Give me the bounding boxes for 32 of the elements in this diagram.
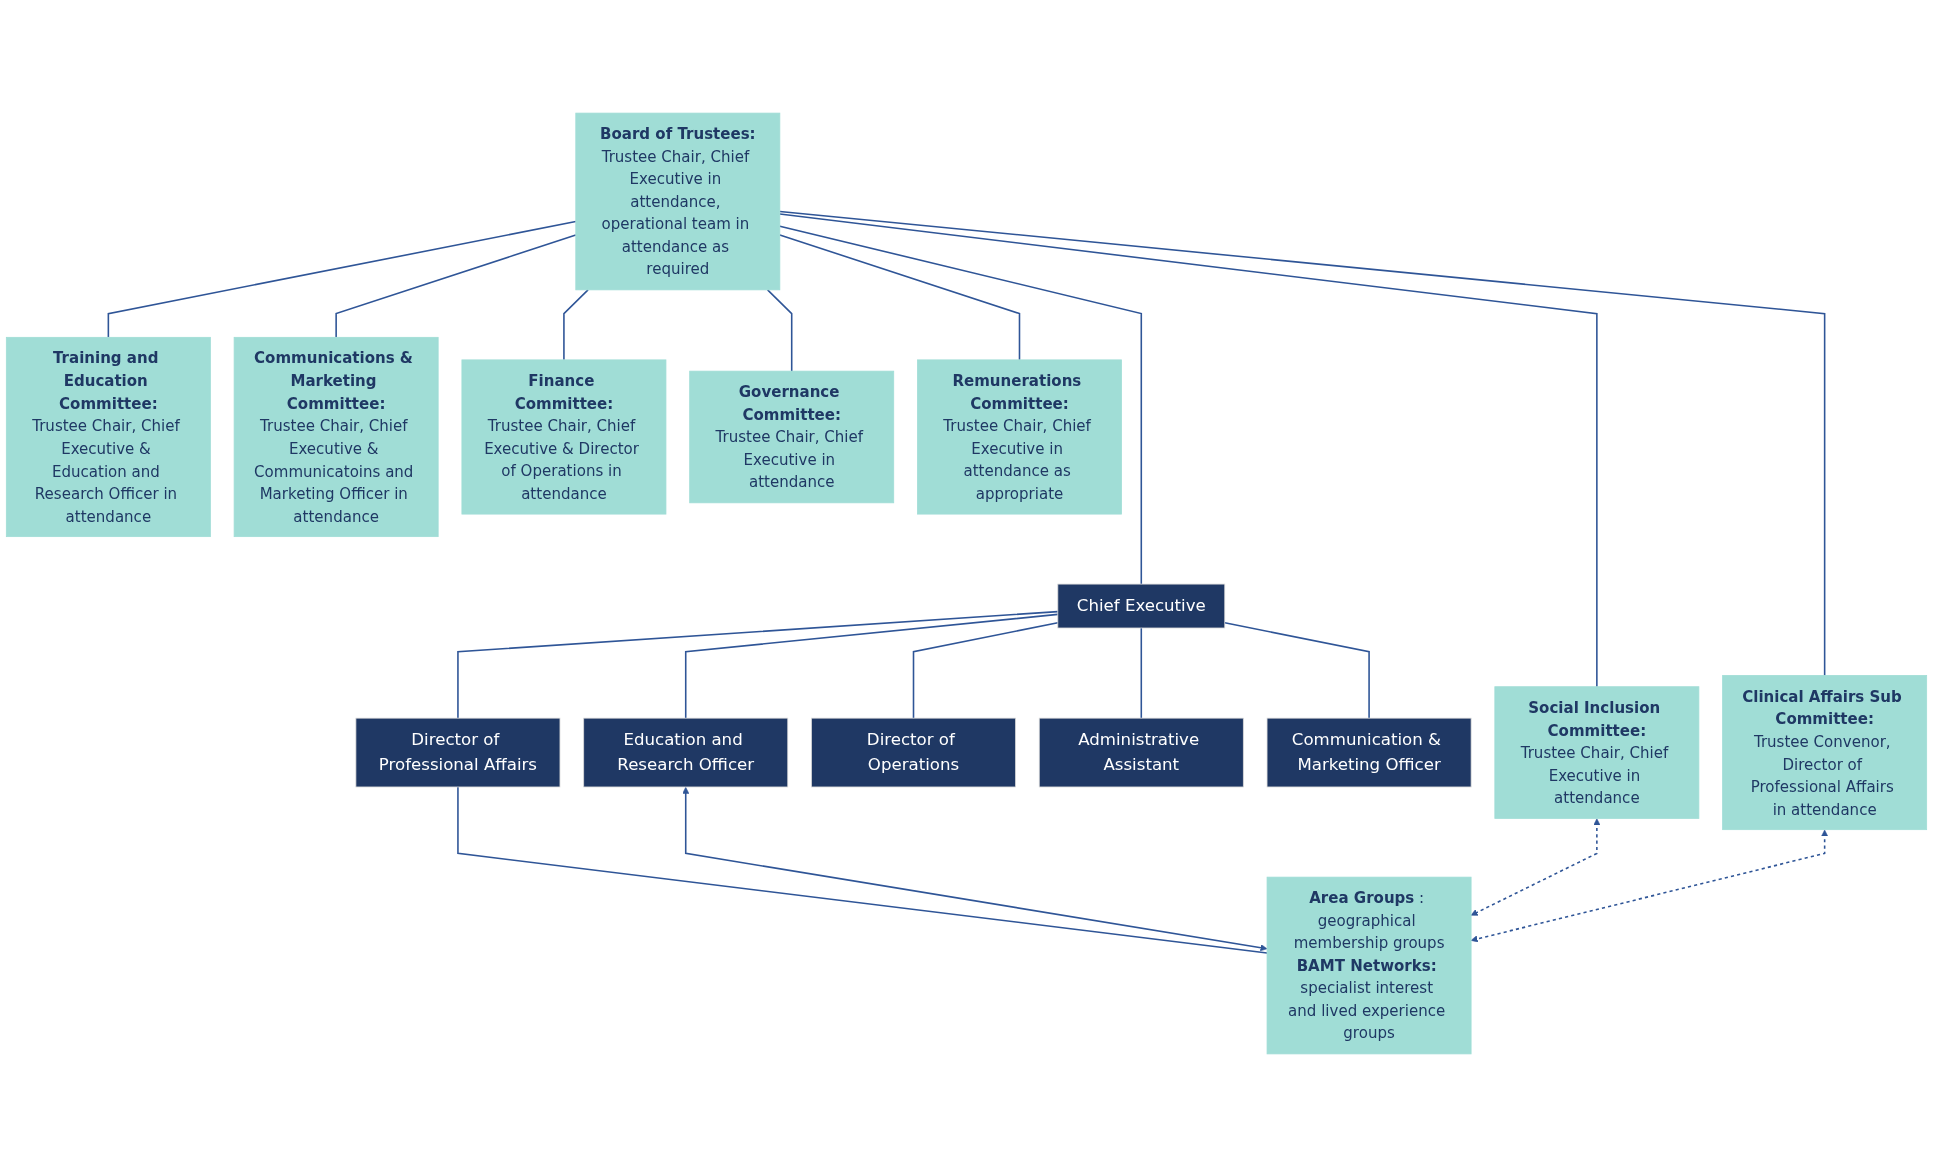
connector (684, 613, 1059, 719)
connector (912, 622, 1059, 719)
connector (779, 213, 1598, 688)
node-box: Clinical Affairs Sub Committee: Trustee Convenor, Director of Professional Affairs in attendance (1722, 675, 1928, 831)
arrow (1470, 829, 1829, 943)
connector (335, 234, 577, 339)
node-box: Communications & Marketing Committee: Trustee Chair, Chief Executive & Communicatoins and Marketing Officer in attendance (233, 336, 439, 538)
arrow (1470, 818, 1601, 916)
node-box: Director of Operations (811, 717, 1016, 788)
node-box: Administrative Assistant (1038, 717, 1244, 788)
node-box: Board of Trustees: Trustee Chair, Chief Executive in attendance, operational team in attendance as required (575, 112, 781, 291)
node-box: Finance Committee: Trustee Chair, Chief Executive & Director of Operations in attendance (461, 359, 667, 515)
arrow (682, 786, 1268, 952)
connector (1223, 622, 1370, 719)
connector (779, 225, 1143, 585)
node-box: Social Inclusion Committee: Trustee Chair, Chief Executive in attendance (1494, 686, 1700, 819)
node-box: Director of Professional Affairs (355, 717, 561, 788)
node-box: Area Groups : geographical membership groups BAMT Networks: specialist interest and lived experience groups (1266, 876, 1472, 1055)
node-box: Communication & Marketing Officer (1266, 717, 1472, 788)
connector (779, 210, 1826, 677)
node-box: Education and Research Officer (583, 717, 789, 788)
connector (1140, 627, 1143, 719)
node-box: Remunerations Committee: Trustee Chair, Chief Executive in attendance as appropriate (917, 359, 1122, 515)
connector (563, 289, 589, 361)
connector (457, 786, 1268, 954)
node-box: Training and Education Committee: Trustee Chair, Chief Executive & Education and Research Officer in attendance (5, 336, 211, 538)
connector (107, 220, 577, 339)
connector (457, 610, 1059, 719)
connector (779, 234, 1021, 361)
node-box: Chief Executive (1057, 583, 1226, 629)
node-box: Governance Committee: Trustee Chair, Chief Executive in attendance (689, 370, 895, 504)
connector (766, 289, 793, 372)
